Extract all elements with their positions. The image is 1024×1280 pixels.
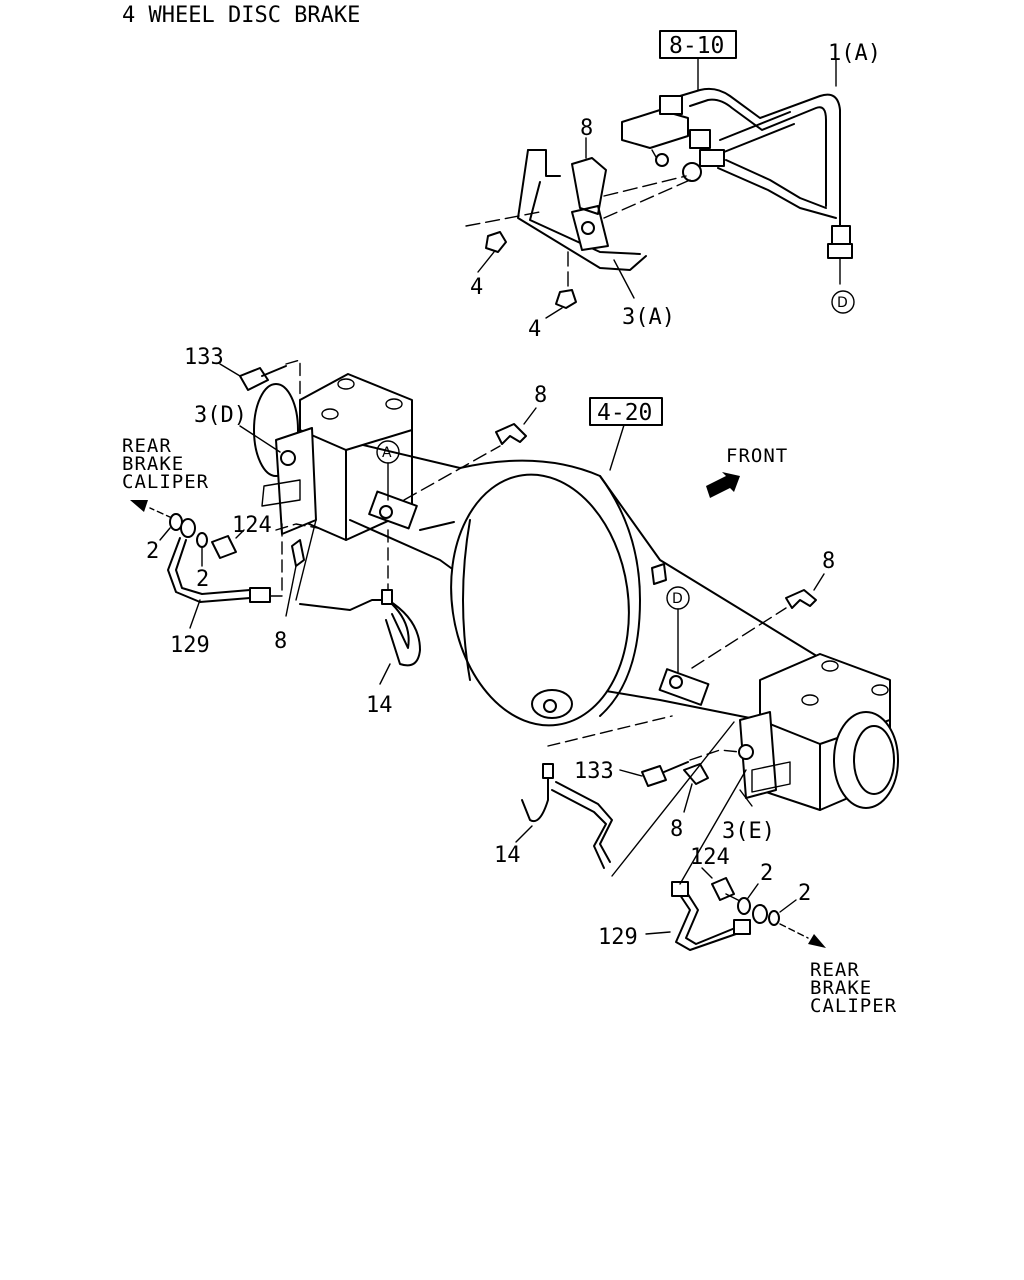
- front-label: FRONT: [726, 445, 788, 467]
- breather-plug: [651, 563, 667, 585]
- bolt-133-right: [641, 765, 667, 787]
- front-indicator: FRONT: [706, 445, 788, 498]
- svg-text:D: D: [672, 591, 683, 607]
- callout-129-right[interactable]: 129: [598, 925, 638, 950]
- callout-14-left[interactable]: 14: [366, 693, 393, 718]
- callout-3d[interactable]: 3(D): [194, 403, 247, 428]
- ref-label-8-10[interactable]: 8-10: [669, 33, 724, 59]
- callout-133-left[interactable]: 133: [184, 345, 224, 370]
- brake-pipe-lower: [725, 159, 827, 209]
- callout-4-b[interactable]: 4: [528, 317, 541, 342]
- clip-8-lower: [683, 763, 709, 785]
- caliper-left-arrow-icon: [130, 500, 148, 512]
- top-junction-assembly: 8-10 D 1(A) 8: [465, 30, 881, 342]
- left-spring-seat: [299, 373, 413, 451]
- caliper-right-arrow-icon: [808, 934, 826, 948]
- pipe-14-right: [521, 765, 549, 822]
- clip-8-top: [571, 157, 607, 215]
- clip-8-right: [785, 589, 817, 609]
- bracket-3e: [739, 711, 777, 799]
- bolt-124-left: [211, 535, 237, 559]
- junction-block: [621, 109, 689, 149]
- right-side-parts: 8 3(E) 133 8 14 129: [494, 549, 897, 1017]
- bolt-133-left: [239, 367, 269, 391]
- bracket-a-mount: [368, 490, 418, 530]
- washer-2-right-a: [737, 897, 751, 915]
- differential-housing: [450, 473, 630, 727]
- front-arrow-icon: [706, 472, 740, 498]
- callout-2-right-b[interactable]: 2: [798, 881, 811, 906]
- brake-pipe-1a-inner: [689, 98, 827, 207]
- ref-box-4-20[interactable]: [589, 397, 663, 426]
- callout-14-right[interactable]: 14: [494, 843, 521, 868]
- connector-union: [699, 149, 725, 167]
- washer-2-left-b: [196, 532, 208, 548]
- callout-2-left-a[interactable]: 2: [146, 539, 159, 564]
- caliper-left-line2: BRAKE: [122, 453, 184, 475]
- svg-text:D: D: [837, 295, 848, 311]
- callout-8-right[interactable]: 8: [822, 549, 835, 574]
- brake-pipe-1a: [679, 87, 841, 233]
- caliper-right-line2: BRAKE: [810, 977, 872, 999]
- left-side-parts: 133 3(D) 8 REAR BRAKE CALIPER 2 2 124: [122, 345, 547, 718]
- callout-1a[interactable]: 1(A): [828, 41, 881, 66]
- pipe-14-left: [299, 599, 389, 611]
- nut-4-a: [485, 231, 507, 253]
- callout-8-mid[interactable]: 8: [534, 383, 547, 408]
- callout-124-right[interactable]: 124: [690, 845, 730, 870]
- hose-129-left: [167, 537, 251, 603]
- circle-d-top[interactable]: [831, 290, 855, 314]
- bracket-d-mount: [658, 668, 710, 706]
- callout-3e[interactable]: 3(E): [722, 819, 775, 844]
- clip-8-left: [291, 539, 305, 567]
- nut-4-b: [555, 289, 577, 309]
- callout-124-left[interactable]: 124: [232, 513, 272, 538]
- callout-2-right-a[interactable]: 2: [760, 861, 773, 886]
- caliper-left-line3: CALIPER: [122, 471, 209, 493]
- diagram-title: 4 WHEEL DISC BRAKE: [122, 3, 360, 28]
- callout-2-left-b[interactable]: 2: [196, 567, 209, 592]
- axle-tube-lower: [599, 689, 761, 721]
- callout-8-lower[interactable]: 8: [670, 817, 683, 842]
- caliper-right-line3: CALIPER: [810, 995, 897, 1017]
- callout-8-left[interactable]: 8: [274, 629, 287, 654]
- bracket-3a-arm: [527, 149, 561, 177]
- ref-label-4-20[interactable]: 4-20: [597, 400, 652, 426]
- rear-axle-housing: 4-20 A D: [253, 373, 899, 811]
- callout-129-left[interactable]: 129: [170, 633, 210, 658]
- washer-2-right-b: [768, 910, 780, 926]
- callout-8-top[interactable]: 8: [580, 116, 593, 141]
- hose-129-right: [675, 891, 737, 951]
- callout-3a[interactable]: 3(A): [622, 305, 675, 330]
- clip-8-mid: [495, 423, 527, 445]
- caliper-left-line1: REAR: [122, 435, 172, 457]
- callout-133-right[interactable]: 133: [574, 759, 614, 784]
- callout-4-a[interactable]: 4: [470, 275, 483, 300]
- svg-text:A: A: [382, 445, 392, 461]
- caliper-right-line1: REAR: [810, 959, 860, 981]
